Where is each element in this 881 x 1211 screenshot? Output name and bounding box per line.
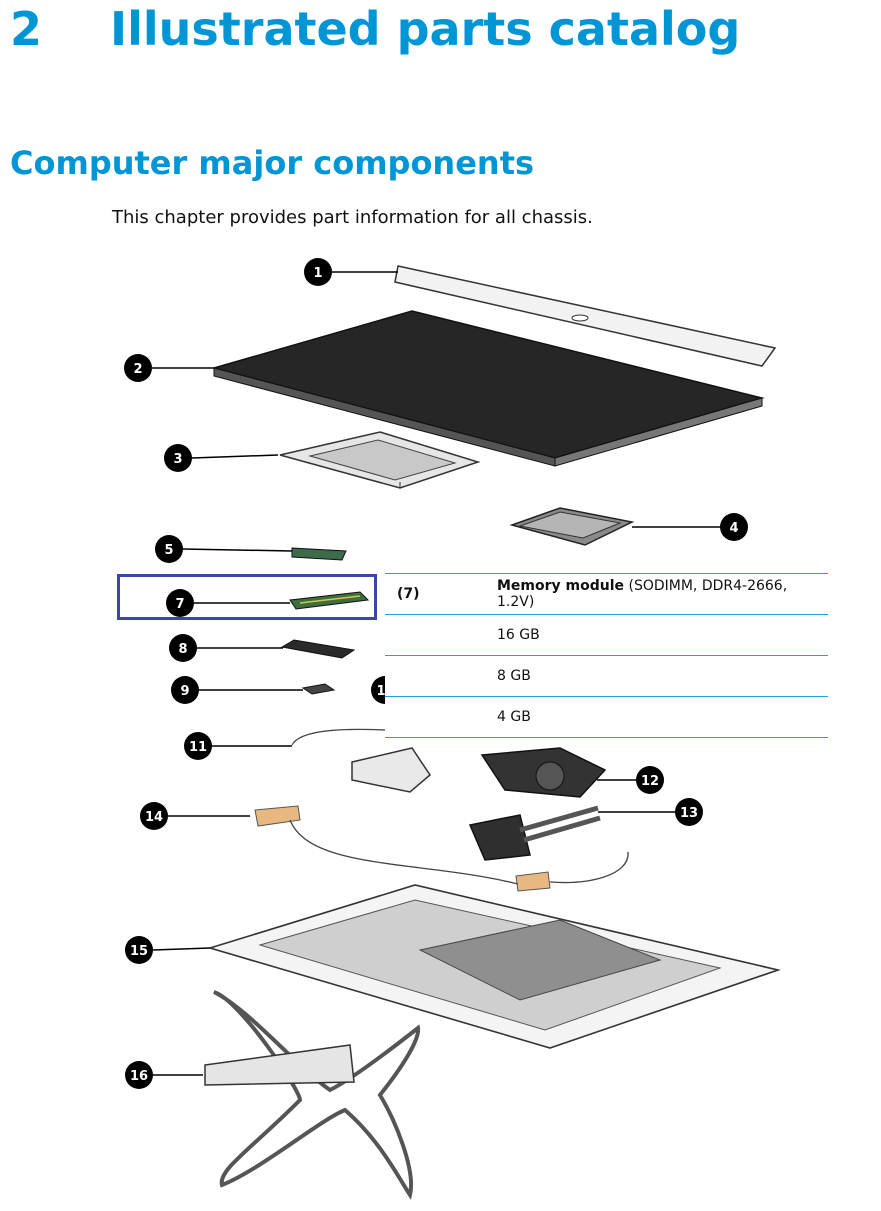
chapter-number: 2: [10, 2, 43, 56]
table-header-row: (7) Memory module (SODIMM, DDR4-2666, 1.…: [385, 573, 828, 615]
callout-12-label: 12: [641, 774, 659, 789]
callout-15: 15: [125, 936, 153, 964]
callout-3: 3: [164, 444, 192, 472]
item-number: (7): [385, 573, 497, 615]
part-heatsink: [468, 805, 601, 861]
table-row: 4 GB: [385, 696, 828, 738]
callout-5-label: 5: [164, 543, 173, 558]
callout-16-label: 16: [130, 1069, 148, 1084]
callout-9-label: 9: [180, 684, 189, 699]
callout-10-partial-label: 1: [376, 684, 385, 699]
callout-12: 12: [636, 766, 664, 794]
part-small-chip: [301, 683, 336, 695]
section-title: Computer major components: [10, 144, 535, 182]
capacity-value: 8 GB: [497, 655, 828, 697]
capacity-value: 4 GB: [497, 696, 828, 738]
callout-11: 11: [184, 732, 212, 760]
part-ssd: [280, 639, 356, 659]
callout-1-label: 1: [313, 266, 322, 281]
part-display-panel: [211, 310, 765, 467]
intro-paragraph: This chapter provides part information f…: [112, 207, 593, 228]
part-memory-module: [289, 591, 370, 610]
item-name: Memory module: [497, 578, 625, 594]
callout-14-label: 14: [145, 810, 163, 825]
chapter-heading: 2 Illustrated parts catalog: [10, 2, 740, 56]
part-hard-drive: [509, 507, 635, 546]
callout-7-label: 7: [175, 597, 184, 612]
item-spec: (SODIMM, DDR4-2666, 1.2V): [497, 578, 788, 610]
table-row: 16 GB: [385, 614, 828, 656]
callout-9: 9: [171, 676, 199, 704]
part-drive-bracket: [279, 431, 481, 489]
callout-2: 2: [124, 354, 152, 382]
item-description: Memory module (SODIMM, DDR4-2666, 1.2V): [497, 573, 828, 615]
part-fan: [480, 747, 607, 798]
callout-3-label: 3: [173, 452, 182, 467]
callout-14: 14: [140, 802, 168, 830]
callout-8: 8: [169, 634, 197, 662]
part-bezel-strip: [394, 265, 777, 367]
part-speaker: [291, 728, 431, 793]
part-cable-assembly: [254, 805, 629, 892]
part-wlan-card: [291, 547, 347, 561]
memory-module-highlight-box: [117, 574, 377, 620]
memory-module-table: (7) Memory module (SODIMM, DDR4-2666, 1.…: [385, 573, 828, 738]
callout-2-label: 2: [133, 362, 142, 377]
callout-16: 16: [125, 1061, 153, 1089]
callout-4: 4: [720, 513, 748, 541]
part-rear-chassis: [207, 884, 781, 1049]
leader-lines: [152, 271, 720, 1076]
capacity-value: 16 GB: [497, 614, 828, 656]
callout-7: 7: [166, 589, 194, 617]
callout-5: 5: [155, 535, 183, 563]
callout-1: 1: [304, 258, 332, 286]
callout-4-label: 4: [729, 521, 738, 536]
callout-8-label: 8: [178, 642, 187, 657]
callout-13: 13: [675, 798, 703, 826]
chapter-title: Illustrated parts catalog: [110, 2, 741, 56]
callout-11-label: 11: [189, 740, 207, 755]
table-row: 8 GB: [385, 655, 828, 697]
callout-15-label: 15: [130, 944, 148, 959]
part-stand: [204, 990, 421, 1200]
callout-13-label: 13: [680, 806, 698, 821]
